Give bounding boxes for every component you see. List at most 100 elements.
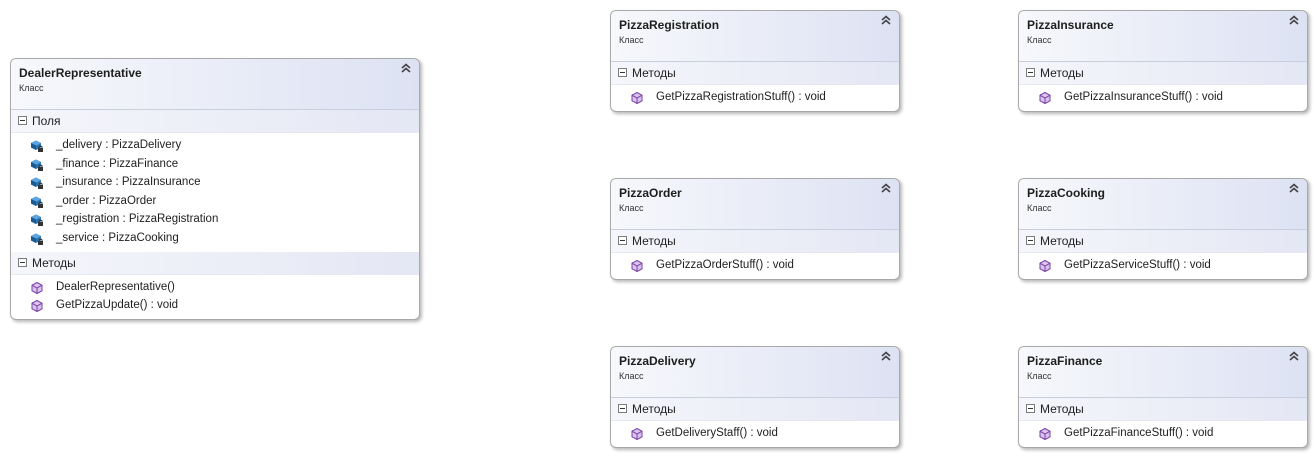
field-icon xyxy=(30,232,44,246)
section-header-field[interactable]: Поля xyxy=(11,110,419,133)
method-icon xyxy=(1038,259,1052,273)
field-icon xyxy=(30,139,44,153)
method-icon xyxy=(30,281,44,295)
class-stereotype: Класс xyxy=(1027,35,1052,45)
class-name: PizzaDelivery xyxy=(619,354,696,368)
section-header-method[interactable]: Методы xyxy=(11,251,419,275)
member-list: GetDeliveryStaff() : void xyxy=(611,421,899,447)
section-header-method[interactable]: Методы xyxy=(1019,62,1307,85)
section-header-method[interactable]: Методы xyxy=(611,398,899,421)
method-signature: GetPizzaOrderStuff() : void xyxy=(656,259,794,271)
field-row[interactable]: _delivery : PizzaDelivery xyxy=(11,136,419,155)
section-header-method[interactable]: Методы xyxy=(611,62,899,85)
section-header-method[interactable]: Методы xyxy=(1019,398,1307,421)
minus-box-icon[interactable] xyxy=(618,404,627,413)
method-signature: GetPizzaFinanceStuff() : void xyxy=(1064,427,1214,439)
member-list: GetPizzaInsuranceStuff() : void xyxy=(1019,85,1307,111)
minus-box-icon[interactable] xyxy=(1026,68,1035,77)
method-row[interactable]: GetPizzaUpdate() : void xyxy=(11,296,419,315)
class-name: PizzaRegistration xyxy=(619,18,720,32)
field-row[interactable]: _registration : PizzaRegistration xyxy=(11,210,419,229)
method-row[interactable]: GetPizzaOrderStuff() : void xyxy=(611,256,899,275)
method-row[interactable]: DealerRepresentative() xyxy=(11,278,419,297)
method-icon xyxy=(1038,91,1052,105)
section-label: Методы xyxy=(32,255,76,270)
class-stereotype: Класс xyxy=(619,371,644,381)
minus-box-icon[interactable] xyxy=(1026,236,1035,245)
member-list: DealerRepresentative() GetPizzaUpdate() :… xyxy=(11,275,419,319)
field-row[interactable]: _insurance : PizzaInsurance xyxy=(11,173,419,192)
chevron-up-double-icon[interactable] xyxy=(401,62,411,75)
minus-box-icon[interactable] xyxy=(618,68,627,77)
field-row[interactable]: _service : PizzaCooking xyxy=(11,229,419,248)
class-stereotype: Класс xyxy=(1027,371,1052,381)
section-label: Методы xyxy=(1040,402,1084,416)
method-signature: GetPizzaServiceStuff() : void xyxy=(1064,259,1211,271)
chevron-up-double-icon[interactable] xyxy=(881,182,891,195)
chevron-up-double-icon[interactable] xyxy=(1289,14,1299,27)
method-signature: GetPizzaRegistrationStuff() : void xyxy=(656,91,826,103)
section-label: Методы xyxy=(1040,234,1084,248)
method-icon xyxy=(630,259,644,273)
class-stereotype: Класс xyxy=(1027,203,1052,213)
method-icon xyxy=(630,427,644,441)
chevron-up-double-icon[interactable] xyxy=(881,14,891,27)
member-list: GetPizzaServiceStuff() : void xyxy=(1019,253,1307,279)
method-signature: GetDeliveryStaff() : void xyxy=(656,427,778,439)
method-row[interactable]: GetPizzaInsuranceStuff() : void xyxy=(1019,88,1307,107)
field-row[interactable]: _order : PizzaOrder xyxy=(11,192,419,211)
field-signature: _delivery : PizzaDelivery xyxy=(56,139,182,151)
class-name: PizzaCooking xyxy=(1027,186,1106,200)
class-stereotype: Класс xyxy=(619,35,644,45)
field-signature: _insurance : PizzaInsurance xyxy=(56,176,201,189)
class-name: PizzaFinance xyxy=(1027,354,1103,368)
method-icon xyxy=(30,299,44,313)
method-row[interactable]: GetPizzaRegistrationStuff() : void xyxy=(611,88,899,107)
field-row[interactable]: _finance : PizzaFinance xyxy=(11,155,419,174)
field-icon xyxy=(30,213,44,227)
field-signature: _order : PizzaOrder xyxy=(56,194,157,207)
method-row[interactable]: GetDeliveryStaff() : void xyxy=(611,424,899,443)
member-list: _delivery : PizzaDelivery _finance : Pizz… xyxy=(11,133,419,252)
chevron-up-double-icon[interactable] xyxy=(1289,182,1299,195)
chevron-up-double-icon[interactable] xyxy=(1289,350,1299,363)
class-name: PizzaOrder xyxy=(619,186,682,200)
minus-box-icon[interactable] xyxy=(18,257,27,267)
method-row[interactable]: GetPizzaServiceStuff() : void xyxy=(1019,256,1307,275)
minus-box-icon[interactable] xyxy=(618,236,627,245)
field-signature: _service : PizzaCooking xyxy=(56,231,179,244)
method-row[interactable]: GetPizzaFinanceStuff() : void xyxy=(1019,424,1307,443)
section-label: Методы xyxy=(1040,66,1084,80)
class-stereotype: Класс xyxy=(19,83,44,93)
section-label: Методы xyxy=(632,402,676,416)
class-name: PizzaInsurance xyxy=(1027,18,1114,32)
minus-box-icon[interactable] xyxy=(1026,404,1035,413)
method-signature: GetPizzaUpdate() : void xyxy=(56,299,179,312)
section-header-method[interactable]: Методы xyxy=(611,230,899,253)
section-header-method[interactable]: Методы xyxy=(1019,230,1307,253)
section-label: Поля xyxy=(32,114,61,128)
chevron-up-double-icon[interactable] xyxy=(881,350,891,363)
member-list: GetPizzaFinanceStuff() : void xyxy=(1019,421,1307,447)
minus-box-icon[interactable] xyxy=(18,116,27,125)
section-label: Методы xyxy=(632,66,676,80)
field-icon xyxy=(30,158,44,172)
field-icon xyxy=(30,195,44,209)
method-icon xyxy=(630,91,644,105)
section-label: Методы xyxy=(632,234,676,248)
method-signature: GetPizzaInsuranceStuff() : void xyxy=(1064,91,1223,103)
